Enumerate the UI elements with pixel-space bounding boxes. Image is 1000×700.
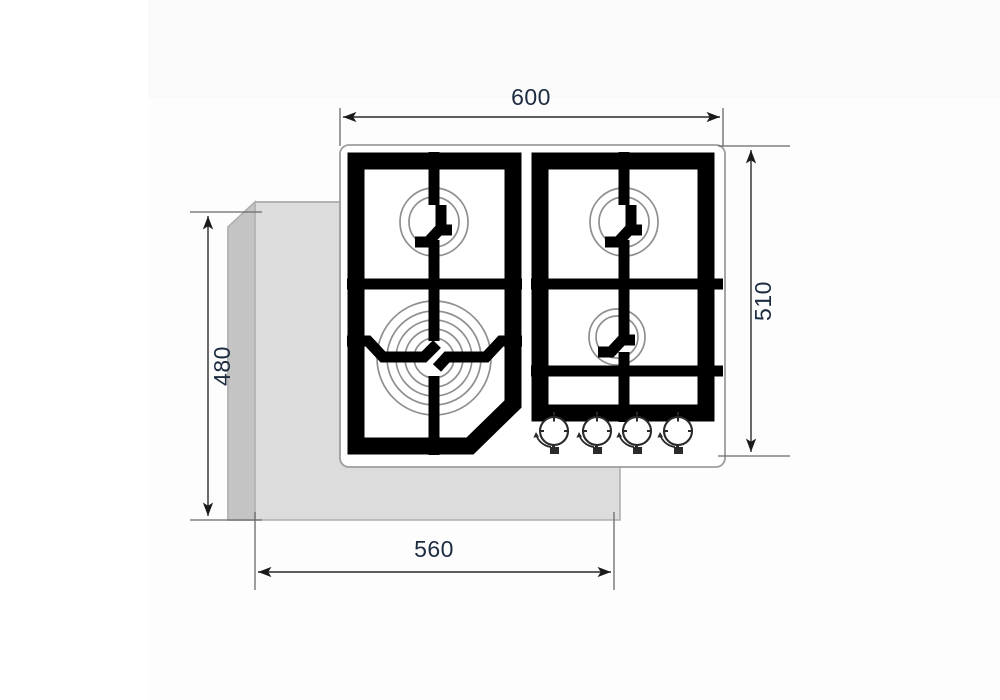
dimension-cutout-depth-480: 480 — [190, 211, 262, 521]
dimension-width-600: 600 — [339, 84, 724, 146]
dimension-cutout-width-560: 560 — [254, 512, 615, 590]
control-knob-3[interactable] — [616, 412, 653, 454]
dimension-label-480: 480 — [209, 346, 235, 386]
dimension-label-600: 600 — [511, 84, 551, 110]
control-knob-4[interactable] — [657, 412, 694, 454]
grate-right — [531, 152, 723, 422]
grate-left — [347, 152, 522, 455]
background-tint-band — [148, 0, 1000, 98]
control-knob-2[interactable] — [576, 412, 613, 454]
burner-front-right-rings — [588, 308, 646, 366]
control-knob-row — [533, 412, 694, 454]
dimension-depth-510: 510 — [718, 145, 790, 457]
control-knob-1[interactable] — [533, 412, 570, 454]
dimension-label-510: 510 — [750, 281, 776, 321]
wok-burner-support-bar — [347, 335, 522, 372]
dimension-label-560: 560 — [414, 536, 454, 562]
